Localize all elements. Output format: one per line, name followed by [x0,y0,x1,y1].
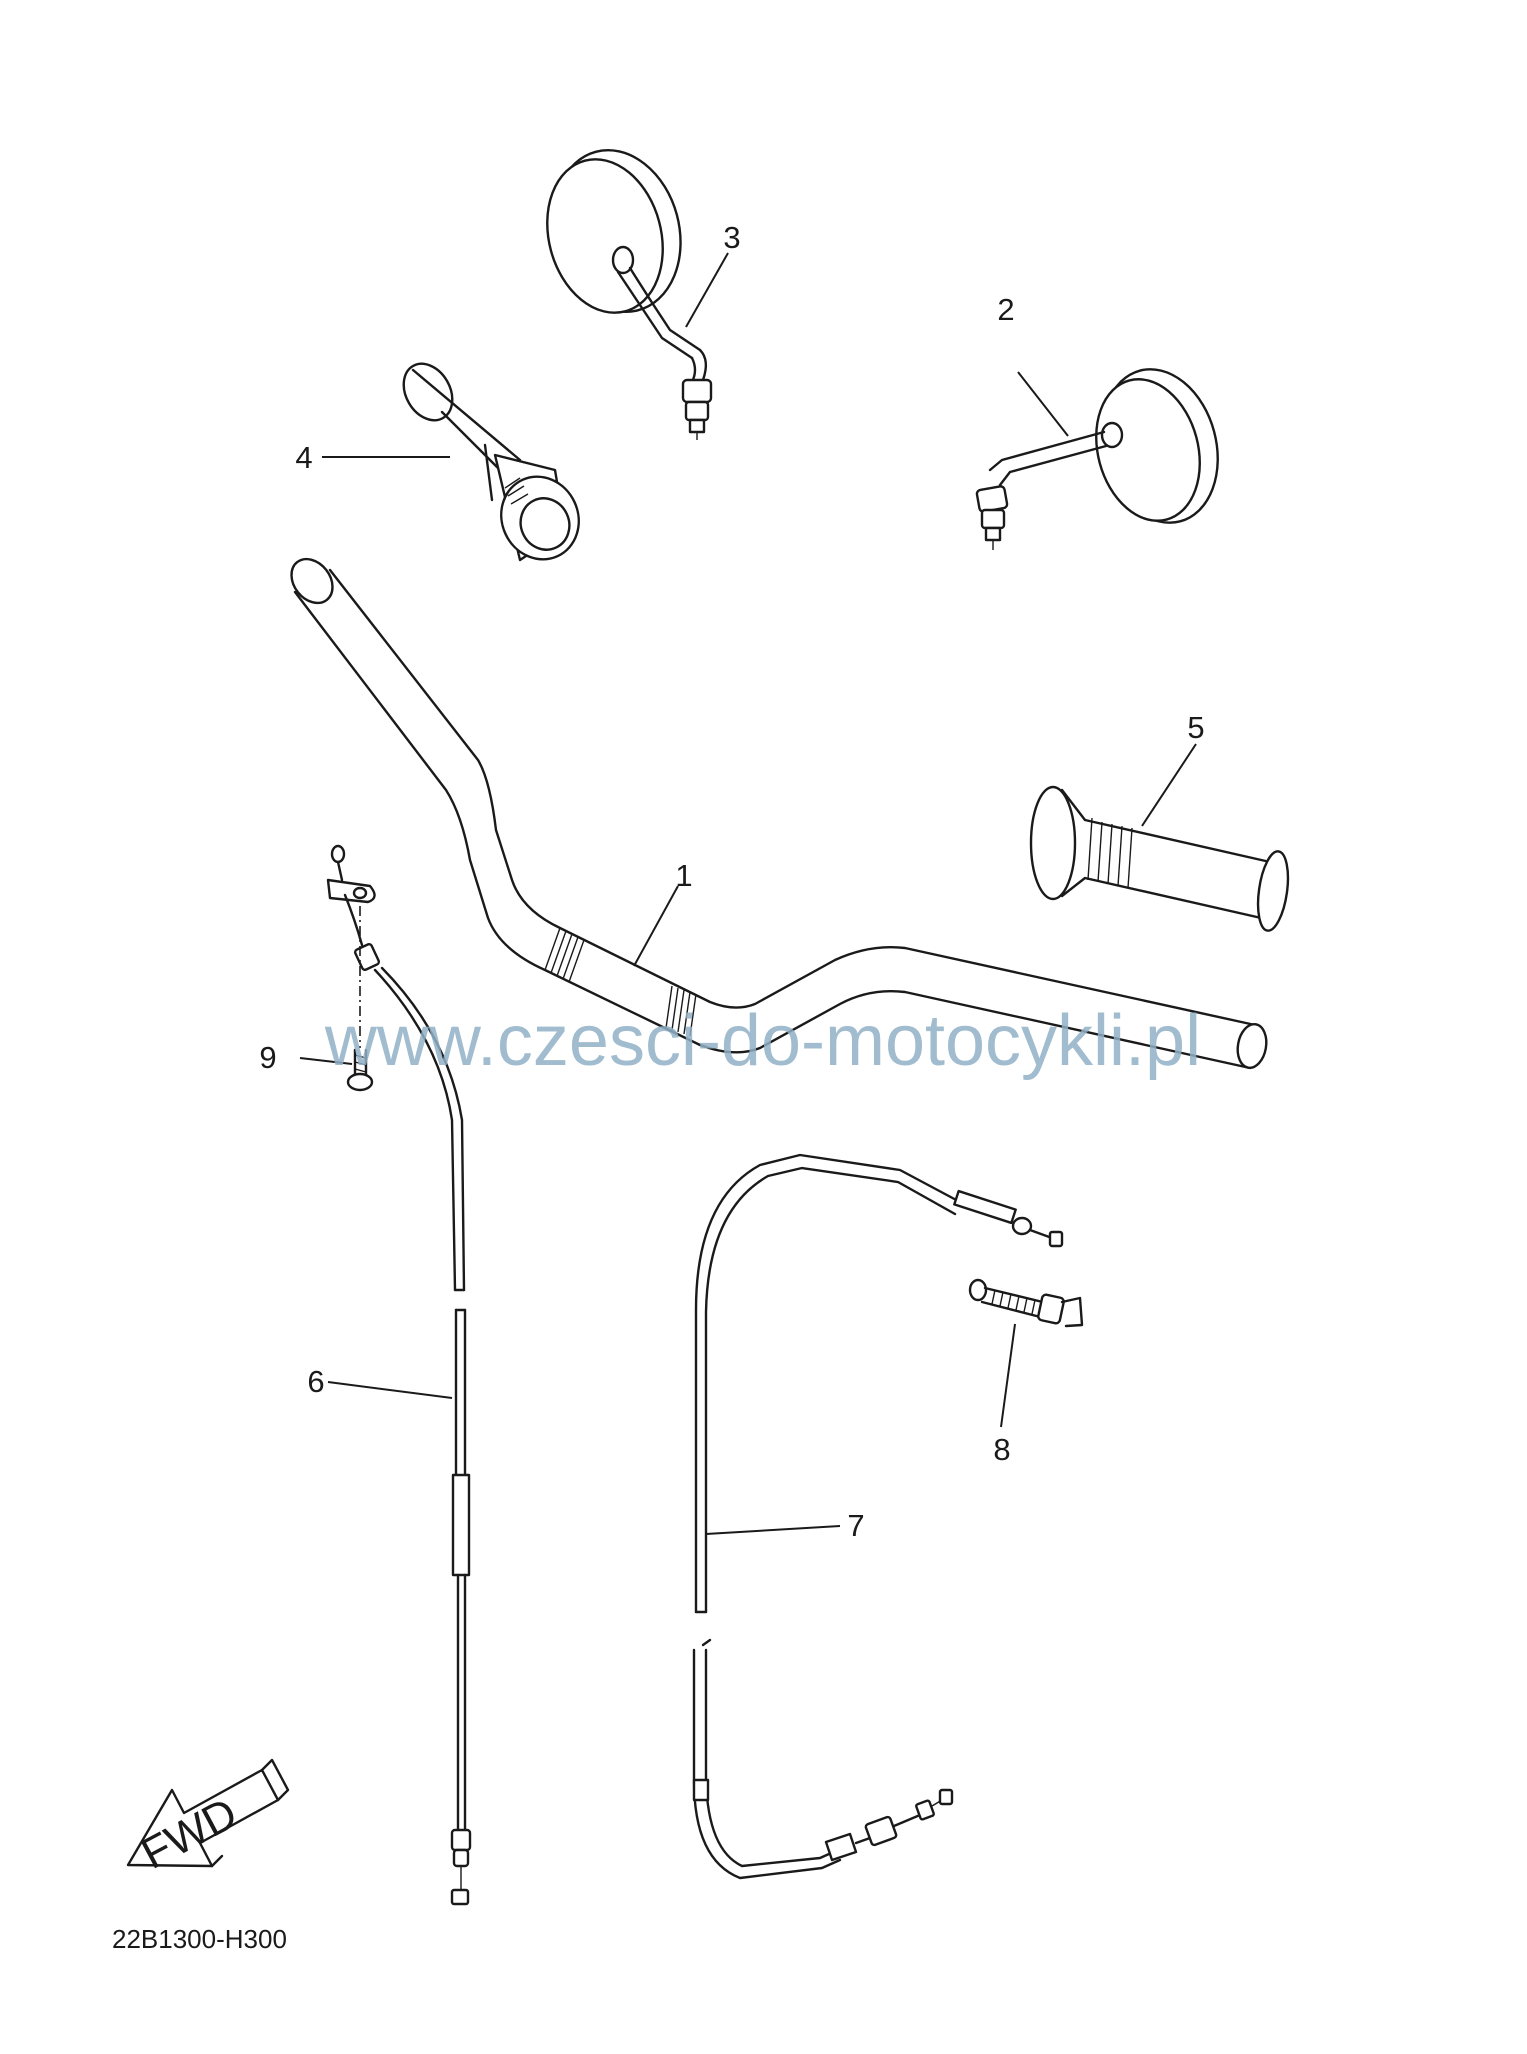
callout-9: 9 [259,1040,276,1075]
mirror-left[interactable] [531,136,713,440]
grip[interactable] [1029,785,1292,933]
fwd-arrow: FWD [126,1758,290,1879]
screw[interactable] [346,906,374,1092]
callout-5: 5 [1187,710,1204,745]
throttle-cable[interactable] [326,844,472,1906]
callout-8: 8 [993,1432,1010,1467]
mirror-right[interactable] [975,356,1234,550]
leader-lines [299,252,1197,1535]
callout-6: 6 [307,1364,324,1399]
callout-1: 1 [675,858,692,893]
throttle-grip[interactable] [394,355,592,572]
drawing-ref: 22B1300-H300 [112,1924,287,1954]
callout-4: 4 [295,440,312,475]
callout-2: 2 [997,292,1014,327]
callout-3: 3 [723,220,740,255]
callouts: 1 2 3 4 5 6 7 8 9 [259,220,1204,1543]
adjuster[interactable] [968,1278,1084,1328]
clutch-cable[interactable] [692,1153,1064,1880]
watermark: www.czesci-do-motocykli.pl [324,1001,1201,1081]
handlebar[interactable] [283,551,1270,1070]
callout-7: 7 [847,1508,864,1543]
